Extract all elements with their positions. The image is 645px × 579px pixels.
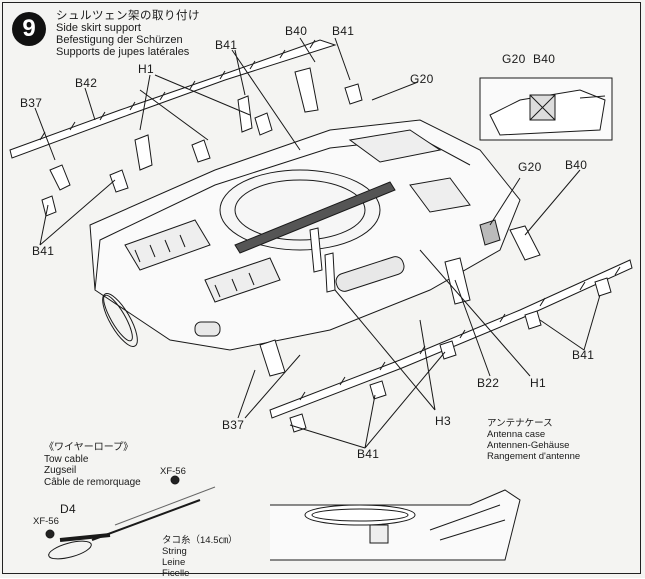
part-label-b37-left: B37	[20, 96, 43, 110]
part-label-b40-right: B40	[565, 158, 588, 172]
step-title-de: Befestigung der Schürzen	[56, 34, 183, 46]
tow-cable-en: Tow cable	[44, 453, 89, 465]
step-title-en: Side skirt support	[56, 22, 141, 34]
antenna-case-note: アンテナケース Antenna case Antennen-Gehäuse Ra…	[487, 418, 580, 462]
part-label-b37-bottom: B37	[222, 418, 245, 432]
part-label-h1-top: H1	[138, 62, 154, 76]
part-label-b41-bottom: B41	[357, 447, 380, 461]
antenna-case-jp: アンテナケース	[487, 418, 553, 429]
string-jp: タコ糸（14.5㎝）	[162, 535, 238, 546]
part-label-b40-top: B40	[285, 24, 308, 38]
part-label-b41-left: B41	[32, 244, 55, 258]
tow-cable-fr: Câble de remorquage	[44, 476, 141, 488]
string-fr: Ficelle	[162, 568, 190, 579]
part-label-g20-inset: G20	[502, 52, 526, 66]
step-title: シュルツェン架の取り付け Side skirt support Befestig…	[56, 10, 200, 58]
step-number-badge: 9	[12, 12, 46, 46]
part-label-b41-top: B41	[215, 38, 238, 52]
part-label-b41-top-right: B41	[332, 24, 355, 38]
tow-cable-de: Zugseil	[44, 465, 77, 476]
string-en: String	[162, 546, 187, 557]
step-title-jp: シュルツェン架の取り付け	[56, 10, 200, 22]
paint-callout-xf56-a: XF-56	[160, 466, 186, 477]
page-border	[2, 2, 641, 574]
part-label-h1-bottom: H1	[530, 376, 546, 390]
tow-cable-jp: 《ワイヤーロープ》	[44, 442, 134, 453]
part-label-h3: H3	[435, 414, 451, 428]
string-de: Leine	[162, 557, 186, 568]
part-label-b41-right: B41	[572, 348, 595, 362]
paint-callout-xf56-b: XF-56	[33, 516, 59, 527]
part-label-g20-right: G20	[518, 160, 542, 174]
part-label-b22: B22	[477, 376, 500, 390]
step-title-fr: Supports de jupes latérales	[56, 46, 190, 58]
antenna-case-en: Antenna case	[487, 429, 546, 440]
part-label-d4: D4	[60, 502, 76, 516]
part-label-b42: B42	[75, 76, 98, 90]
part-label-b40-inset: B40	[533, 52, 556, 66]
string-note: タコ糸（14.5㎝） String Leine Ficelle	[162, 535, 238, 579]
tow-cable-heading: 《ワイヤーロープ》 Tow cable Zugseil Câble de rem…	[44, 442, 141, 488]
antenna-case-de: Antennen-Gehäuse	[487, 440, 570, 451]
part-label-g20-top: G20	[410, 72, 434, 86]
antenna-case-fr: Rangement d'antenne	[487, 451, 581, 462]
